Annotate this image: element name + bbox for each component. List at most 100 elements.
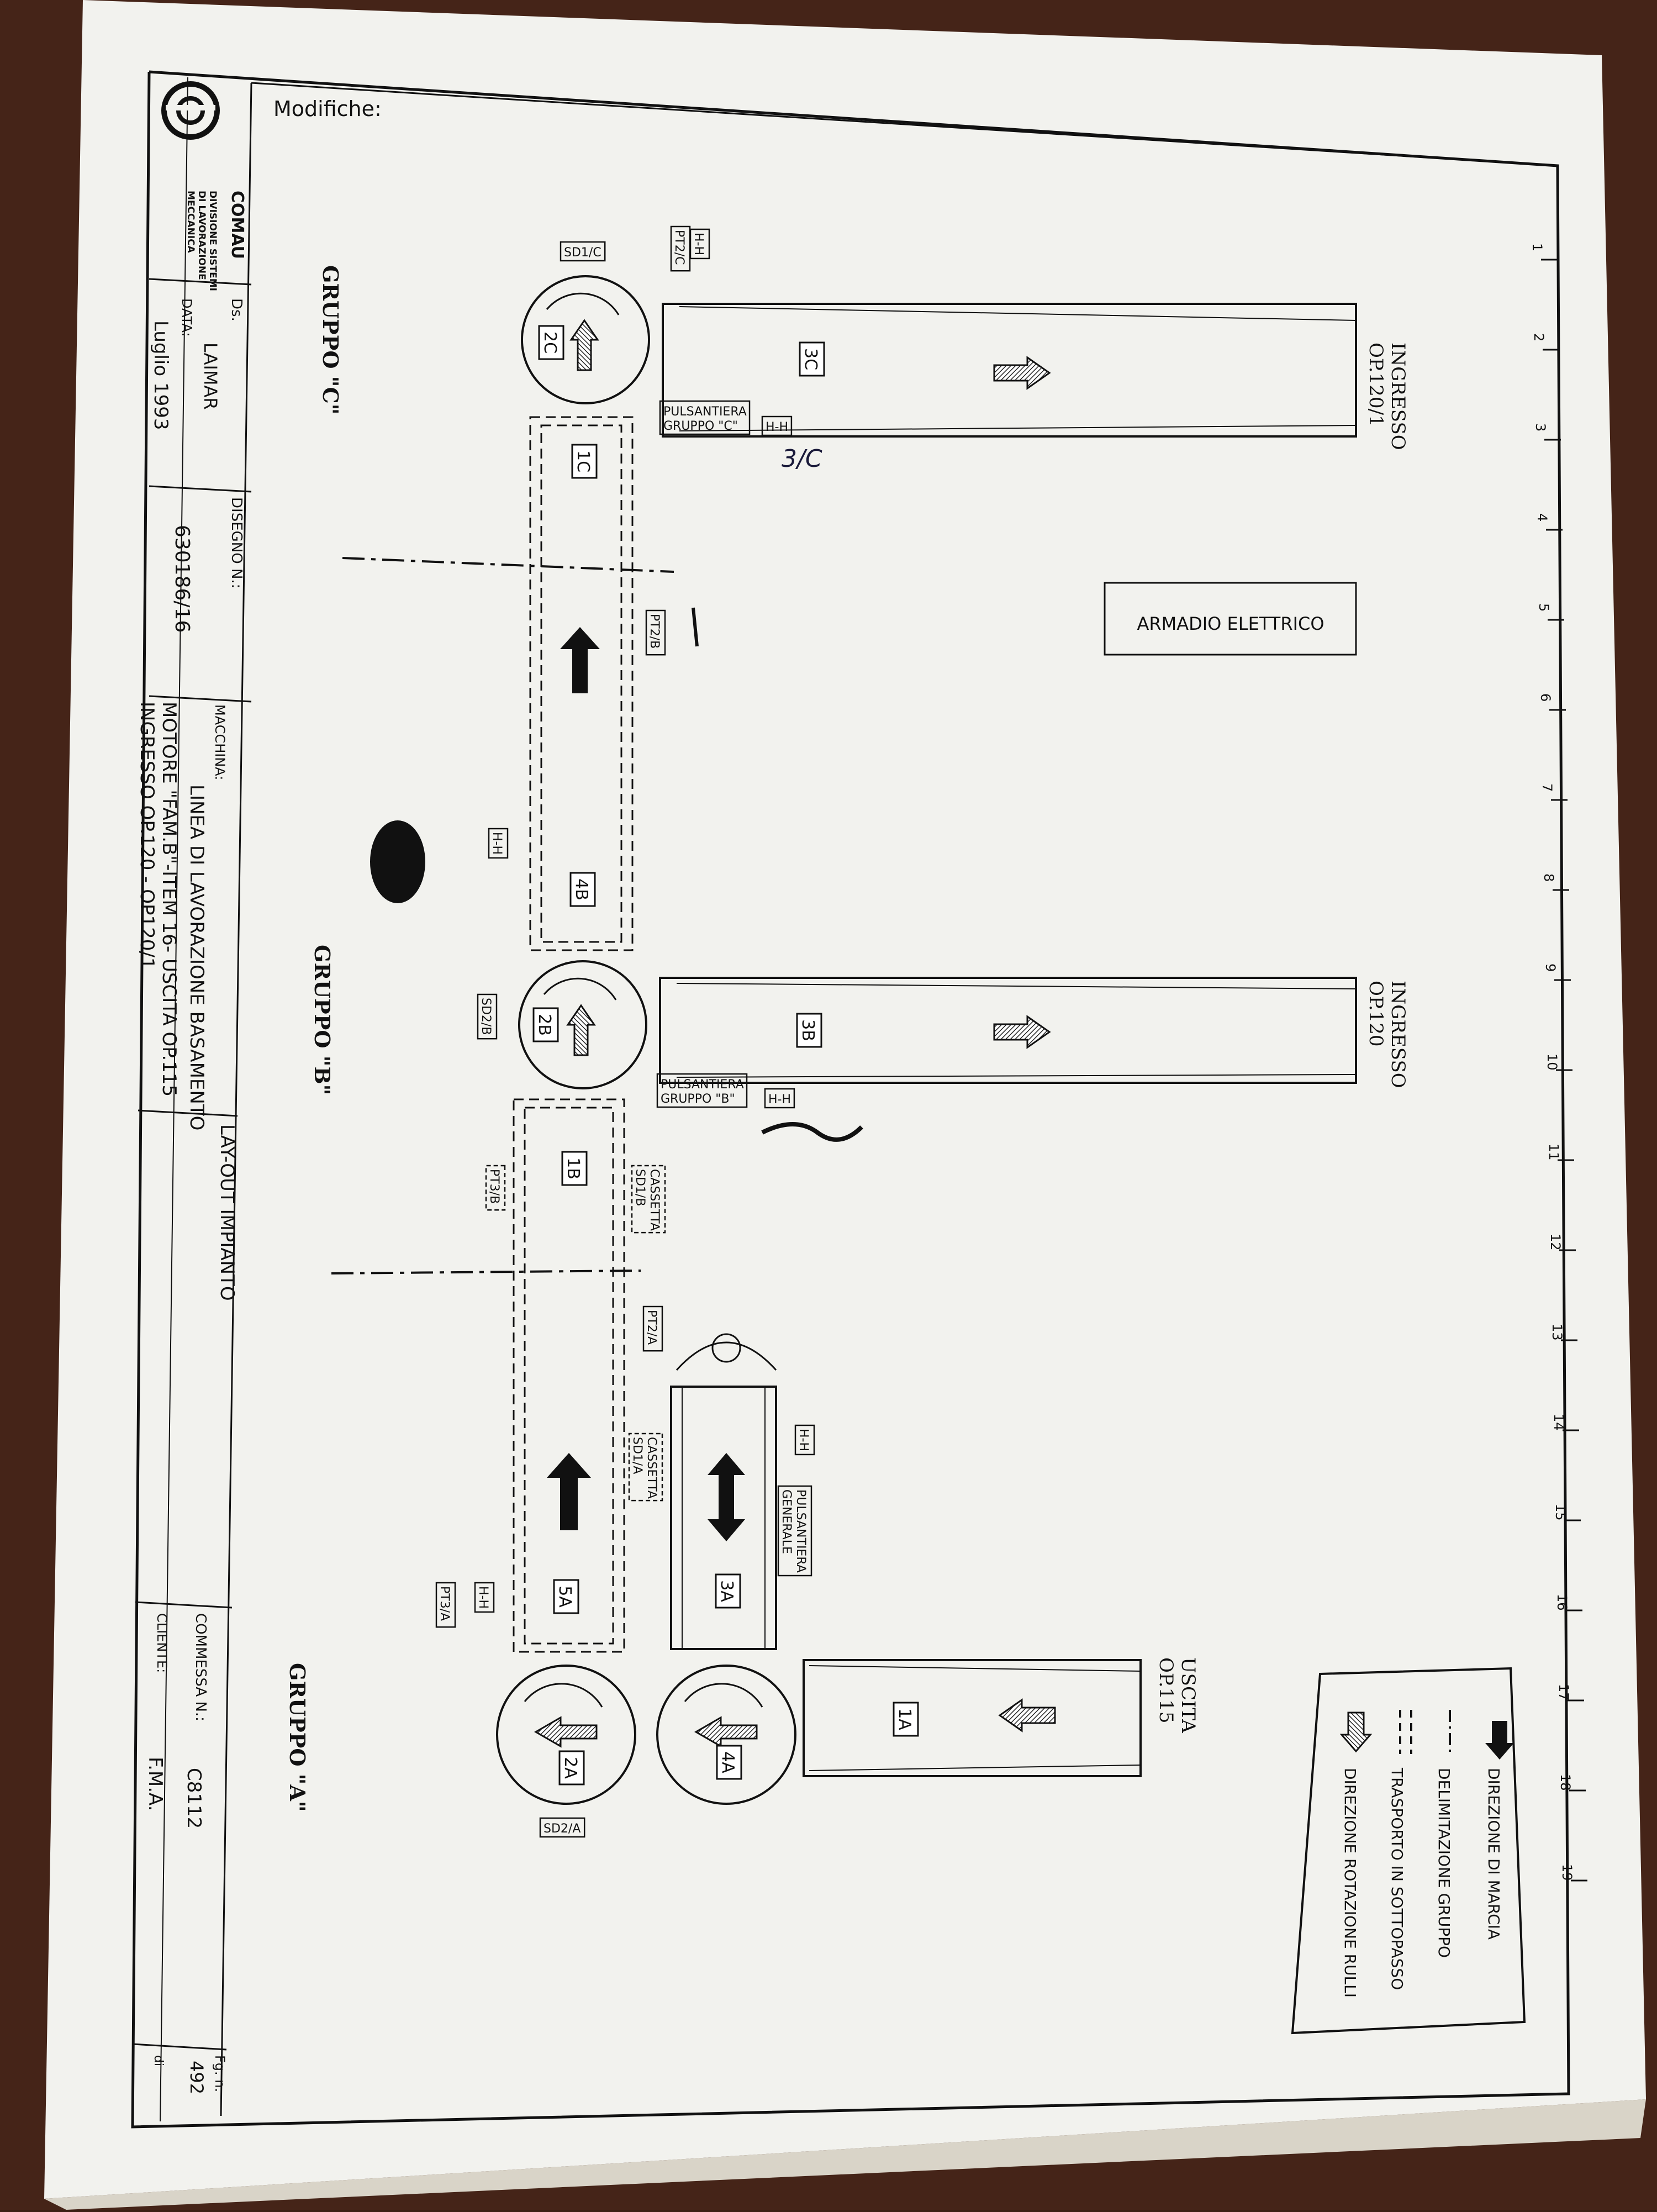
direction-arrow-icon <box>993 356 1051 390</box>
unit-label: 5A <box>555 1586 574 1608</box>
unit-2a: 2A <box>558 1750 585 1786</box>
tag-hh: H-H <box>794 1424 815 1456</box>
drawing-frame <box>131 70 1570 2129</box>
direction-arrow-icon <box>993 1015 1051 1049</box>
tag-box <box>794 1424 815 1456</box>
unit-2b: 2B <box>532 1007 559 1042</box>
layout-title: LAY-OUT IMPIANTO <box>216 1124 238 1301</box>
tag-text: SD2/A <box>543 1822 581 1836</box>
tag-text: CASSETTA <box>647 1169 661 1231</box>
tag-text: H-H <box>692 233 705 255</box>
tag-text: PT3/B <box>487 1169 501 1204</box>
legend: DIREZIONE DI MARCIA DELIMITAZIONE GRUPPO… <box>1291 1667 1526 2035</box>
unit-box <box>561 1151 588 1186</box>
station-line: OP.115 <box>1155 1657 1177 1724</box>
order-value: C8112 <box>183 1768 205 1829</box>
handwritten-note: 3/C <box>782 445 822 473</box>
date-label: DATA: <box>179 298 194 337</box>
machine-label: MACCHINA: <box>212 704 228 780</box>
tag-text: H-H <box>766 420 788 434</box>
roller-rotation-arrow-icon <box>534 1716 598 1748</box>
station-line: INGRESSO <box>1387 343 1409 450</box>
order-label: COMMESSA N.: <box>192 1613 209 1721</box>
tag-text: GENERALE <box>779 1489 793 1554</box>
station-in-op120: INGRESSO OP.120 <box>1365 981 1409 1088</box>
tag-box <box>560 241 606 262</box>
direction-arrow-icon <box>708 1453 745 1541</box>
conveyor-3b <box>659 977 1357 1084</box>
sheet-value: 492 <box>186 2061 207 2094</box>
unit-label: 4B <box>572 878 591 900</box>
division-line: DI LAVORAZIONE <box>196 191 207 280</box>
unit-3a: 3A <box>715 1573 741 1609</box>
tag-text: H-H <box>796 1429 810 1451</box>
unit-label: 4A <box>718 1751 737 1773</box>
client-label: CLIENTE: <box>154 1613 170 1673</box>
unit-3b: 3B <box>796 1013 822 1048</box>
comau-logo <box>161 81 220 140</box>
tag-box <box>485 1165 506 1211</box>
group-delimitation-cb <box>342 557 674 573</box>
tag-box <box>435 1582 456 1628</box>
tag-text: PULSANTIERA <box>794 1489 808 1573</box>
tag-text: SD1/A <box>630 1437 644 1474</box>
paper-sheet <box>44 0 1646 2199</box>
unit-box <box>799 341 825 377</box>
scale-tick-label: 8 <box>1541 873 1556 882</box>
scale-tick-label: 14 <box>1551 1414 1566 1431</box>
tag-box <box>645 609 666 656</box>
tag-box <box>764 1088 795 1109</box>
group-delimitation-ba <box>331 1270 641 1274</box>
legend-label: DELIMITAZIONE GRUPPO <box>1435 1768 1453 1958</box>
hatched-arrow-icon <box>1339 1711 1373 1753</box>
unit-box <box>715 1573 741 1609</box>
station-line: INGRESSO <box>1387 981 1409 1088</box>
unit-2c: 2C <box>538 325 564 360</box>
tag-sd1c: SD1/C <box>560 241 606 262</box>
scale-tick-label: 6 <box>1538 693 1553 702</box>
drawing-number-value: 630186/16 <box>171 525 193 633</box>
unit-box <box>553 1579 579 1614</box>
tag-sd2b: SD2/B <box>477 993 498 1040</box>
tag-pt3b: PT3/B <box>485 1165 506 1211</box>
station-line: USCITA <box>1177 1657 1199 1733</box>
tag-text: H-H <box>768 1093 791 1107</box>
tag-box <box>656 1073 748 1108</box>
tag-hh: H-H <box>689 228 710 260</box>
client-value: F.M.A. <box>144 1757 166 1811</box>
tag-text: H-H <box>476 1586 490 1609</box>
scale-tick-label: 13 <box>1549 1324 1565 1341</box>
unit-box <box>558 1750 585 1786</box>
division-line: MECCANICA <box>185 191 196 254</box>
cabinet-label: ARMADIO ELETTRICO <box>1137 613 1324 634</box>
ds-value: LAIMAR <box>200 343 221 410</box>
station-line: OP.120 <box>1365 981 1387 1047</box>
scale-tick-label: 2 <box>1531 333 1547 341</box>
tag-text: PT2/A <box>645 1310 658 1345</box>
tag-box <box>631 1165 666 1234</box>
tag-box <box>477 993 498 1040</box>
unit-1c: 1C <box>571 444 598 479</box>
of-label: di <box>151 2055 165 2066</box>
scale-tick-label: 11 <box>1546 1144 1561 1161</box>
tag-text: SD1/C <box>564 246 601 260</box>
tag-text: PT2/B <box>647 614 661 649</box>
direction-arrow-icon <box>560 627 600 693</box>
scale-tick-label: 4 <box>1534 513 1550 522</box>
conveyor-3a <box>670 1386 777 1650</box>
scale-tick-label: 10 <box>1544 1054 1560 1071</box>
turntable-2a <box>496 1665 636 1805</box>
tag-box <box>689 228 710 260</box>
unit-label: 1C <box>573 450 593 472</box>
title-block: COMAU DIVISIONE SISTEMI DI LAVORAZIONE M… <box>132 77 382 2122</box>
tag-hh: H-H <box>764 1088 795 1109</box>
